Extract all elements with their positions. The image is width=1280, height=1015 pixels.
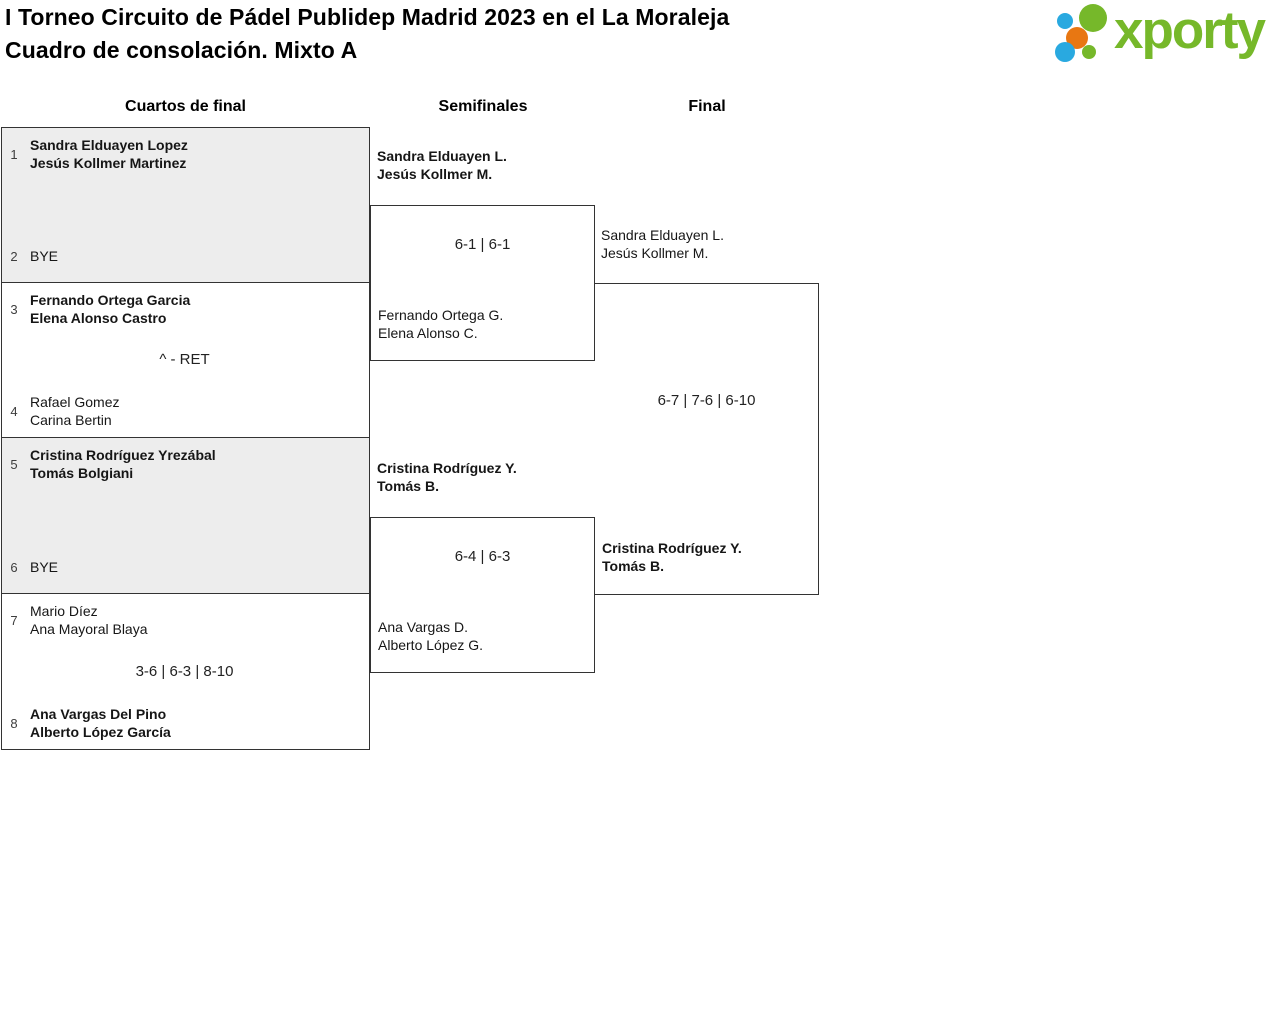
logo-text: xporty: [1114, 1, 1266, 60]
sf1-bottom-team: Fernando Ortega G. Elena Alonso C.: [378, 306, 503, 342]
team-name: BYE: [30, 247, 58, 265]
seed-number: 6: [10, 559, 18, 575]
dots-cluster-icon: [1055, 4, 1107, 62]
final-match: 6-7 | 7-6 | 6-10 Cristina Rodríguez Y. T…: [595, 283, 819, 595]
player-name: Elena Alonso Castro: [30, 310, 167, 326]
team-name: Sandra Elduayen Lopez Jesús Kollmer Mart…: [30, 136, 188, 172]
team-slot-bottom: 6 BYE: [6, 549, 363, 585]
qf-match-3: 5 Cristina Rodríguez Yrezábal Tomás Bolg…: [1, 437, 370, 594]
sf2-bottom-team: Ana Vargas D. Alberto López G.: [378, 618, 483, 654]
match-score: 6-4 | 6-3: [454, 548, 511, 565]
round-header-final: Final: [688, 98, 726, 115]
team-slot-top: 7 Mario Díez Ana Mayoral Blaya: [6, 602, 363, 638]
match-score: ^ - RET: [159, 351, 210, 368]
match-score: [6, 507, 363, 525]
player-name: Jesús Kollmer Martinez: [30, 155, 187, 171]
seed-number: 5: [10, 456, 18, 472]
seed-number: 1: [10, 146, 18, 162]
team-name: Mario Díez Ana Mayoral Blaya: [30, 602, 148, 638]
seed-number: 7: [10, 612, 18, 628]
team-slot-bottom: 8 Ana Vargas Del Pino Alberto López Garc…: [6, 705, 363, 741]
sf1-top-team: Sandra Elduayen L. Jesús Kollmer M.: [377, 147, 507, 183]
team-slot-bottom: 2 BYE: [6, 238, 363, 274]
player-name: Rafael Gomez: [30, 394, 120, 410]
player-name: Cristina Rodríguez Y.: [602, 540, 742, 556]
player-name: Tomás B.: [377, 478, 439, 494]
page-title: I Torneo Circuito de Pádel Publidep Madr…: [5, 1, 729, 67]
team-name: Cristina Rodríguez Yrezábal Tomás Bolgia…: [30, 446, 216, 482]
player-name: Carina Bertin: [30, 412, 112, 428]
final-top-team: Sandra Elduayen L. Jesús Kollmer M.: [601, 226, 724, 262]
player-name: Alberto López García: [30, 724, 171, 740]
sf2-top-team: Cristina Rodríguez Y. Tomás B.: [377, 459, 517, 495]
seed-number: 8: [10, 715, 18, 731]
sf-match-1: 6-1 | 6-1 Fernando Ortega G. Elena Alons…: [370, 205, 595, 361]
player-name: Cristina Rodríguez Y.: [377, 460, 517, 476]
player-name: Tomás Bolgiani: [30, 465, 134, 481]
bracket-subtitle: Cuadro de consolación. Mixto A: [5, 37, 358, 63]
team-slot-top: 5 Cristina Rodríguez Yrezábal Tomás Bolg…: [6, 446, 363, 482]
xporty-logo[interactable]: xporty: [1046, 0, 1266, 64]
player-name: BYE: [30, 559, 59, 575]
round-header-quarterfinals: Cuartos de final: [125, 98, 246, 115]
team-name: BYE: [30, 558, 58, 576]
team-name: Fernando Ortega Garcia Elena Alonso Cast…: [30, 291, 190, 327]
qf-match-4: 7 Mario Díez Ana Mayoral Blaya 3-6 | 6-3…: [1, 593, 370, 750]
player-name: Ana Vargas Del Pino: [30, 706, 167, 722]
seed-number: 3: [10, 301, 18, 317]
player-name: Jesús Kollmer M.: [377, 166, 493, 182]
player-name: Sandra Elduayen L.: [377, 148, 507, 164]
match-score: [6, 196, 363, 214]
player-name: Cristina Rodríguez Yrezábal: [30, 447, 216, 463]
seed-number: 4: [10, 403, 18, 419]
player-name: Fernando Ortega G.: [378, 307, 504, 323]
qf-match-2: 3 Fernando Ortega Garcia Elena Alonso Ca…: [1, 282, 370, 438]
team-name: Ana Vargas Del Pino Alberto López García: [30, 705, 171, 741]
round-header-semifinals: Semifinales: [438, 98, 528, 115]
player-name: Sandra Elduayen Lopez: [30, 137, 188, 153]
sf-match-2: 6-4 | 6-3 Ana Vargas D. Alberto López G.: [370, 517, 595, 673]
player-name: Jesús Kollmer M.: [601, 245, 709, 261]
final-bottom-team: Cristina Rodríguez Y. Tomás B.: [602, 539, 742, 575]
player-name: Mario Díez: [30, 603, 98, 619]
seed-number: 2: [10, 248, 18, 264]
player-name: Sandra Elduayen L.: [601, 227, 724, 243]
tournament-name: I Torneo Circuito de Pádel Publidep Madr…: [5, 4, 730, 30]
player-name: Alberto López G.: [378, 637, 484, 653]
match-score: 3-6 | 6-3 | 8-10: [135, 662, 234, 680]
match-score: 6-7 | 7-6 | 6-10: [657, 392, 756, 409]
player-name: Elena Alonso C.: [378, 325, 478, 341]
team-name: Rafael Gomez Carina Bertin: [30, 393, 119, 429]
player-name: Ana Vargas D.: [378, 619, 469, 635]
player-name: Fernando Ortega Garcia: [30, 292, 191, 308]
team-slot-bottom: 4 Rafael Gomez Carina Bertin: [6, 393, 363, 429]
player-name: BYE: [30, 248, 59, 264]
team-slot-top: 1 Sandra Elduayen Lopez Jesús Kollmer Ma…: [6, 136, 363, 172]
player-name: Tomás B.: [602, 558, 664, 574]
player-name: Ana Mayoral Blaya: [30, 621, 148, 637]
team-slot-top: 3 Fernando Ortega Garcia Elena Alonso Ca…: [6, 291, 363, 327]
qf-match-1: 1 Sandra Elduayen Lopez Jesús Kollmer Ma…: [1, 127, 370, 283]
match-score: 6-1 | 6-1: [454, 236, 511, 253]
